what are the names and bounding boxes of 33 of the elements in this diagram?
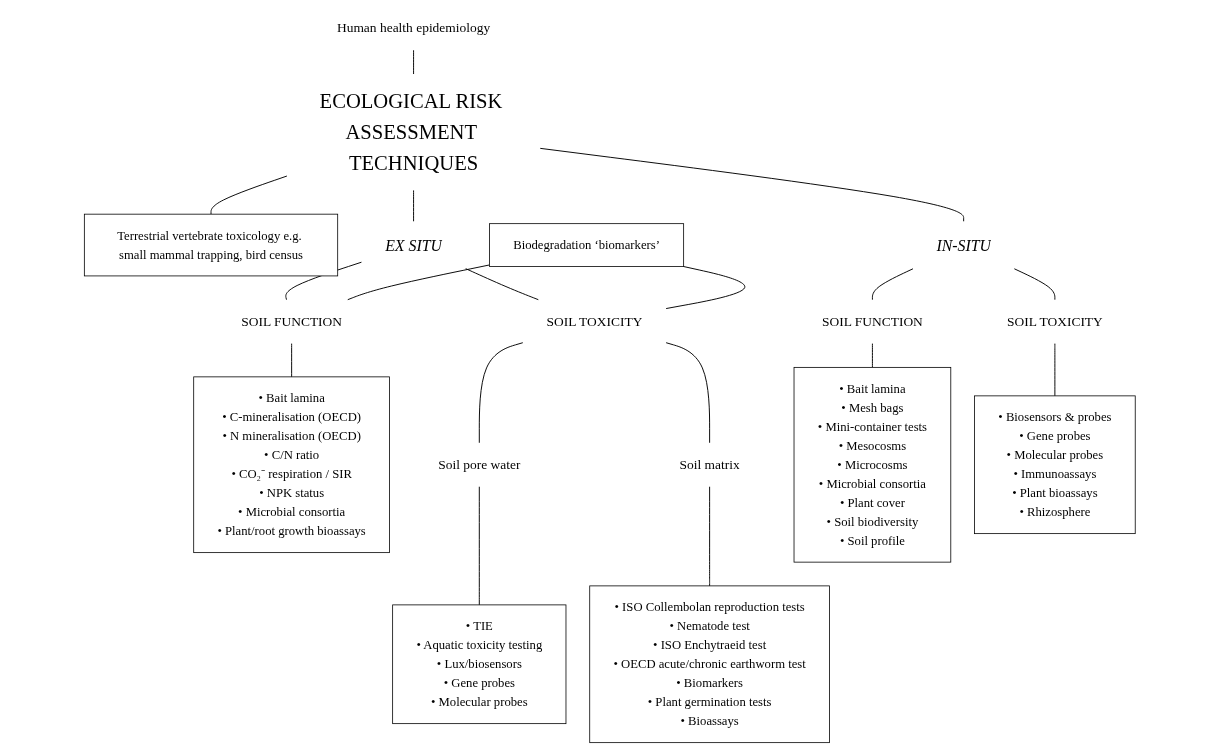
node-text: SOIL TOXICITY xyxy=(1007,313,1104,329)
node-text: ECOLOGICAL RISK ASSESSMENT TECHNIQUES xyxy=(319,89,503,175)
node-box: Terrestrial vertebrate toxicology e.g. small mammal trapping, bird census xyxy=(84,213,339,277)
node-box: Biodegradation ‘biomarkers’ xyxy=(489,223,685,267)
connector xyxy=(665,265,746,310)
connector xyxy=(1014,268,1056,301)
connector xyxy=(709,486,711,587)
connector xyxy=(465,268,539,301)
connector xyxy=(291,343,293,378)
node-box: • Bait lamina • C-mineralisation (OECD) • N mineralisation (OECD) • C/N ratio • CO₂⁻ respiration / SIR • NPK status • Microbial consortia • Plant/root growth bioassays xyxy=(193,376,391,554)
node-text: SOIL TOXICITY xyxy=(546,313,643,329)
connector xyxy=(1054,343,1056,397)
connector xyxy=(413,189,415,222)
node-text: Human health epidemiology xyxy=(337,20,491,36)
connector xyxy=(540,147,965,222)
connector xyxy=(347,264,491,301)
connector xyxy=(479,342,524,444)
node-box: • Biosensors & probes • Gene probes • Molecular probes • Immunoassays • Plant bioassays • Rhizosphere xyxy=(974,395,1136,535)
node-box: • ISO Collembolan reproduction tests • Nematode test • ISO Enchytraeid test • OECD acute/chronic earthworm test • Biomarkers • Plant germination tests • Bioassays xyxy=(589,585,831,744)
node-text: IN-SITU xyxy=(936,236,992,254)
connector xyxy=(872,268,914,301)
connector xyxy=(210,175,288,215)
connector xyxy=(479,486,480,606)
node-box: • Bait lamina • Mesh bags • Mini-container tests • Mesocosms • Microcosms • Microbial consortia • Plant cover • Soil biodiversity • Soil profile xyxy=(793,366,952,563)
node-text: EX SITU xyxy=(385,236,443,254)
node-text: SOIL FUNCTION xyxy=(241,313,343,329)
node-text: Soil matrix xyxy=(679,457,740,473)
connector xyxy=(413,49,415,75)
node-box: • TIE • Aquatic toxicity testing • Lux/biosensors • Gene probes • Molecular probes xyxy=(392,604,567,725)
node-text: SOIL FUNCTION xyxy=(822,313,924,329)
connector xyxy=(872,343,874,368)
connector xyxy=(665,342,711,444)
node-text: Soil pore water xyxy=(438,457,521,473)
